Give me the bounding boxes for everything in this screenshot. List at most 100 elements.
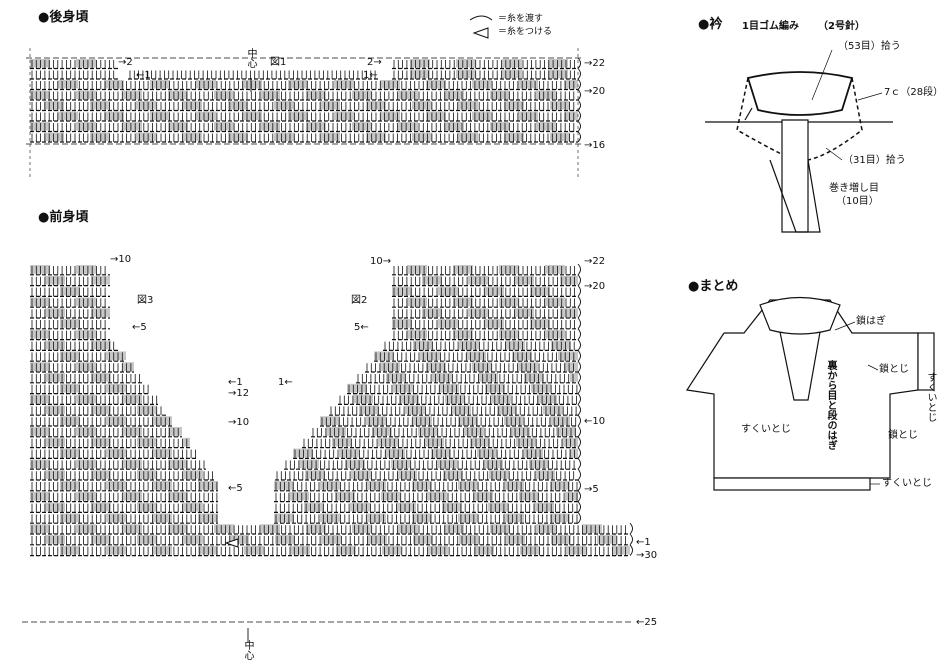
back-row-22: →22 [584,58,606,69]
shade-block [196,80,216,89]
turning-arc [577,99,581,111]
shade-block [438,286,458,296]
shade-block [183,502,203,512]
shade-block [490,122,510,131]
back-body-title: ●後身頃 [38,10,89,25]
front-left-1: ←1 [228,377,243,388]
front-left-5: ←5 [132,322,147,333]
shade-block [274,513,294,523]
shade-block [260,122,280,131]
shade-block [30,459,50,469]
shade-block [374,351,394,361]
shade-block [30,394,50,404]
shade-block [523,448,543,458]
shade-block [182,101,202,110]
turning-arc [577,360,581,373]
shade-block [472,111,492,120]
leader-31 [825,147,843,161]
shade-block [352,524,372,533]
shade-block [444,90,464,99]
shade-block [445,394,465,404]
shade-block [518,111,538,120]
shade-block [150,80,170,89]
turning-arc [577,490,581,502]
shade-block [407,297,427,307]
shade-block [30,59,50,68]
turning-arc [577,274,581,286]
shade-block [458,101,478,110]
shade-block [518,362,538,371]
turning-arc [577,131,581,143]
shade-block [366,416,386,425]
assembly-chain-join-1: 鎖とじ [879,364,909,375]
shade-block [444,524,464,533]
shade-block [30,329,50,339]
shade-block [398,122,418,131]
shade-block [564,362,578,371]
shade-block [397,470,417,479]
shade-block [183,470,203,479]
shade-block [391,459,411,469]
shade-block [183,535,203,544]
front-left-10: →10 [228,417,250,428]
shade-block [472,362,492,371]
direction-arrow [744,107,753,121]
shade-block [407,265,427,274]
shade-block [90,132,110,141]
pass-yarn-icon [469,15,493,21]
shade-block [122,394,142,404]
turning-arc [577,425,581,438]
shade-block [351,470,371,479]
shade-block [58,80,78,89]
shade-block [60,319,80,328]
front-right-top: 10→ [370,256,392,267]
shade-block [122,122,142,131]
legend-attach-yarn: ＝糸をつける [498,27,553,37]
turning-arc [577,57,581,69]
shade-block [137,470,157,479]
shade-block [366,513,386,523]
turning-arc [577,120,581,132]
assembly-scoop-join-3: すくいとじ [882,478,932,489]
back-marker-1: ←1 [136,70,151,81]
front-row-25: ←25 [636,617,658,628]
front-right-5: 5← [354,322,369,333]
shade-block [30,427,50,436]
shade-block [488,502,508,512]
shade-block [289,491,309,501]
shade-block [352,122,372,131]
front-left-12: →12 [228,388,250,399]
shade-block [60,513,80,523]
shade-block [548,69,568,78]
shade-block [290,545,310,555]
shade-block [76,265,96,274]
shade-block [288,80,308,89]
assembly-title: ●まとめ [688,279,739,294]
shade-block [320,481,340,490]
shade-block [304,502,324,512]
shade-block [380,80,400,89]
shade-block [510,427,530,436]
shade-block [473,491,493,501]
shade-block [214,90,234,99]
turning-arc [577,263,581,276]
leader-chain-join [867,364,879,371]
shade-block [405,405,425,415]
shade-block [422,275,442,285]
back-marker-1r: 1← [363,70,378,81]
shade-block [122,90,142,99]
shade-block [392,319,412,328]
shade-block [106,448,126,458]
shade-block [558,351,578,361]
shade-block [152,448,172,458]
turning-arc [629,522,633,535]
shade-block [152,513,172,523]
shade-block [137,437,157,447]
shade-block [468,308,488,317]
front-row-5: →5 [584,484,599,495]
turning-arc [577,479,581,492]
turning-arc [577,317,581,330]
shade-block [422,308,442,317]
shade-block [320,132,340,141]
placket-outline [779,331,821,401]
